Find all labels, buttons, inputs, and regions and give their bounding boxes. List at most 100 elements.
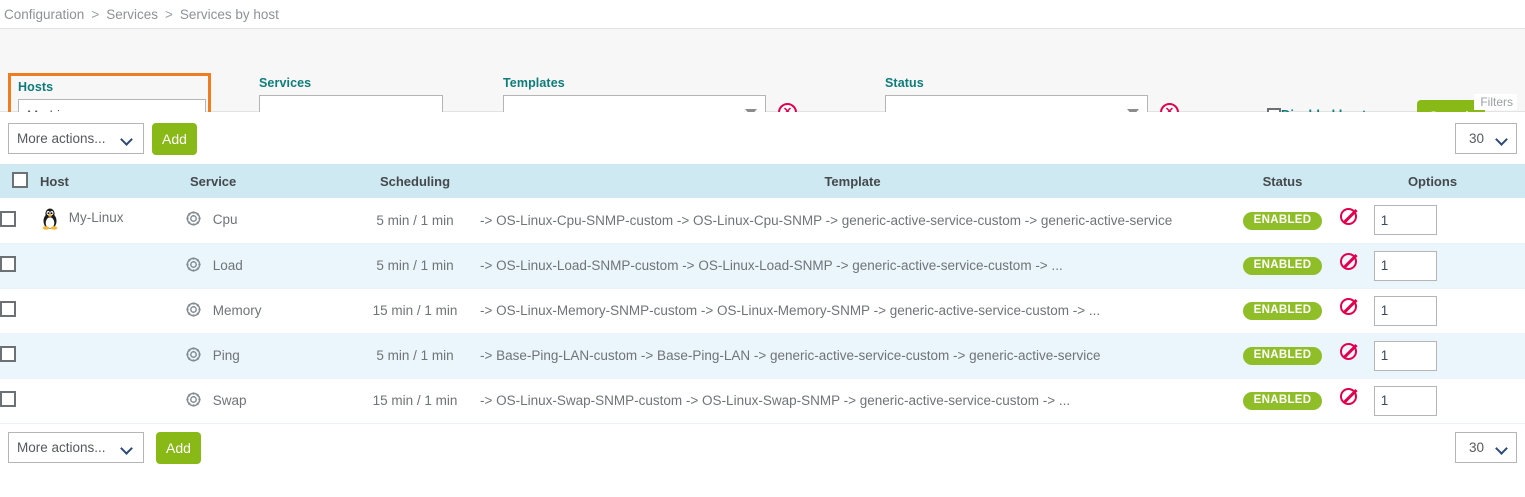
- host-cell: [40, 333, 185, 379]
- gear-icon: [185, 391, 206, 411]
- scheduling-cell: 15 min / 1 min: [350, 378, 480, 424]
- chevron-down-icon: [1495, 133, 1508, 146]
- option-value-input[interactable]: [1373, 250, 1437, 281]
- template-cell: -> OS-Linux-Memory-SNMP-custom -> OS-Lin…: [480, 288, 1225, 334]
- host-name[interactable]: My-Linux: [68, 209, 124, 225]
- disable-ban-icon[interactable]: [1340, 388, 1357, 405]
- table-row: Memory 15 min / 1 min -> OS-Linux-Memory…: [0, 288, 1525, 334]
- status-cell: ENABLED: [1225, 333, 1340, 379]
- template-cell: -> OS-Linux-Swap-SNMP-custom -> OS-Linux…: [480, 378, 1225, 424]
- services-filter-label: Services: [259, 76, 312, 90]
- host-cell: [40, 243, 185, 289]
- service-name[interactable]: Swap: [212, 392, 247, 408]
- service-cell: Memory: [185, 288, 350, 334]
- option-value-input[interactable]: [1373, 295, 1437, 326]
- column-header-options[interactable]: Options: [1340, 164, 1525, 198]
- chevron-down-icon: [120, 133, 133, 146]
- options-cell: [1340, 378, 1525, 424]
- hosts-filter-label: Hosts: [18, 80, 54, 94]
- status-cell: ENABLED: [1225, 288, 1340, 334]
- table-row: Load 5 min / 1 min -> OS-Linux-Load-SNMP…: [0, 243, 1525, 289]
- scheduling-cell: 5 min / 1 min: [350, 198, 480, 244]
- tux-linux-icon: [40, 208, 64, 233]
- row-checkbox[interactable]: [0, 256, 16, 272]
- page-size-select-bottom[interactable]: 30: [1455, 431, 1517, 463]
- disable-ban-icon[interactable]: [1340, 253, 1357, 270]
- column-header-template[interactable]: Template: [480, 164, 1225, 198]
- breadcrumb-item-services[interactable]: Services: [106, 6, 158, 22]
- chevron-down-icon: [120, 441, 133, 455]
- disable-ban-icon[interactable]: [1340, 343, 1357, 360]
- page-size-value-bottom: 30: [1469, 439, 1485, 455]
- status-badge: ENABLED: [1242, 392, 1323, 410]
- status-badge: ENABLED: [1242, 302, 1323, 320]
- status-badge: ENABLED: [1242, 211, 1323, 230]
- table-row: My-Linux Cpu 5 min / 1 min -> OS-Linux-C…: [0, 198, 1525, 244]
- table-row: Ping 5 min / 1 min -> Base-Ping-LAN-cust…: [0, 333, 1525, 379]
- row-select-cell: [0, 378, 40, 424]
- scheduling-cell: 5 min / 1 min: [350, 333, 480, 379]
- column-header-host[interactable]: Host: [40, 164, 185, 198]
- service-name[interactable]: Ping: [212, 347, 240, 363]
- row-checkbox[interactable]: [0, 391, 16, 407]
- add-button-top[interactable]: Add: [152, 123, 197, 155]
- page-size-value-top: 30: [1469, 131, 1485, 146]
- status-cell: ENABLED: [1225, 243, 1340, 289]
- breadcrumb-separator: >: [164, 6, 173, 22]
- template-cell: -> Base-Ping-LAN-custom -> Base-Ping-LAN…: [480, 333, 1225, 379]
- add-button-bottom[interactable]: Add: [156, 431, 201, 464]
- status-cell: ENABLED: [1225, 378, 1340, 424]
- gear-icon: [185, 256, 206, 276]
- row-select-cell: [0, 243, 40, 289]
- top-toolbar: More actions... Add 30: [0, 112, 1525, 164]
- scheduling-cell: 5 min / 1 min: [350, 243, 480, 289]
- row-checkbox[interactable]: [0, 210, 16, 227]
- status-badge: ENABLED: [1242, 347, 1323, 365]
- row-checkbox[interactable]: [0, 301, 16, 317]
- template-cell: -> OS-Linux-Cpu-SNMP-custom -> OS-Linux-…: [480, 198, 1225, 244]
- service-name[interactable]: Cpu: [212, 212, 238, 228]
- scheduling-cell: 15 min / 1 min: [350, 288, 480, 334]
- option-value-input[interactable]: [1373, 385, 1437, 416]
- service-cell: Cpu: [185, 198, 350, 244]
- more-actions-value-top: More actions...: [17, 131, 106, 146]
- breadcrumb-item-services-by-host[interactable]: Services by host: [179, 6, 279, 22]
- option-value-input[interactable]: [1373, 205, 1437, 236]
- gear-icon: [185, 211, 206, 230]
- breadcrumb-item-configuration[interactable]: Configuration: [4, 6, 85, 22]
- host-cell: My-Linux: [40, 198, 185, 244]
- more-actions-value-bottom: More actions...: [17, 439, 106, 455]
- more-actions-select-bottom[interactable]: More actions...: [8, 431, 144, 463]
- breadcrumb: Configuration > Services > Services by h…: [0, 0, 1525, 28]
- page-size-select-top[interactable]: 30: [1455, 123, 1517, 154]
- row-checkbox[interactable]: [0, 346, 16, 362]
- service-name[interactable]: Memory: [212, 302, 262, 318]
- status-cell: ENABLED: [1225, 198, 1340, 244]
- select-all-header: [0, 164, 40, 198]
- service-cell: Load: [185, 243, 350, 289]
- template-cell: -> OS-Linux-Load-SNMP-custom -> OS-Linux…: [480, 243, 1225, 289]
- select-all-checkbox[interactable]: [12, 171, 28, 188]
- host-cell: [40, 378, 185, 424]
- disable-ban-icon[interactable]: [1340, 298, 1357, 315]
- column-header-service[interactable]: Service: [185, 164, 350, 198]
- filter-bar: Hosts Services Templates ✕ Status ✕: [0, 28, 1525, 140]
- service-name[interactable]: Load: [212, 257, 243, 273]
- options-cell: [1340, 333, 1525, 379]
- option-value-input[interactable]: [1373, 340, 1437, 371]
- services-table: Host Service Scheduling Template Status …: [0, 164, 1525, 424]
- table-row: Swap 15 min / 1 min -> OS-Linux-Swap-SNM…: [0, 378, 1525, 424]
- gear-icon: [185, 346, 206, 366]
- more-actions-select-top[interactable]: More actions...: [8, 123, 144, 154]
- options-cell: [1340, 198, 1525, 244]
- options-cell: [1340, 243, 1525, 289]
- column-header-scheduling[interactable]: Scheduling: [350, 164, 480, 198]
- templates-filter-label: Templates: [503, 76, 565, 90]
- service-cell: Ping: [185, 333, 350, 379]
- host-cell: [40, 288, 185, 334]
- row-select-cell: [0, 288, 40, 334]
- row-select-cell: [0, 198, 40, 244]
- gear-icon: [185, 301, 206, 321]
- column-header-status[interactable]: Status: [1225, 164, 1340, 198]
- disable-ban-icon[interactable]: [1340, 207, 1357, 225]
